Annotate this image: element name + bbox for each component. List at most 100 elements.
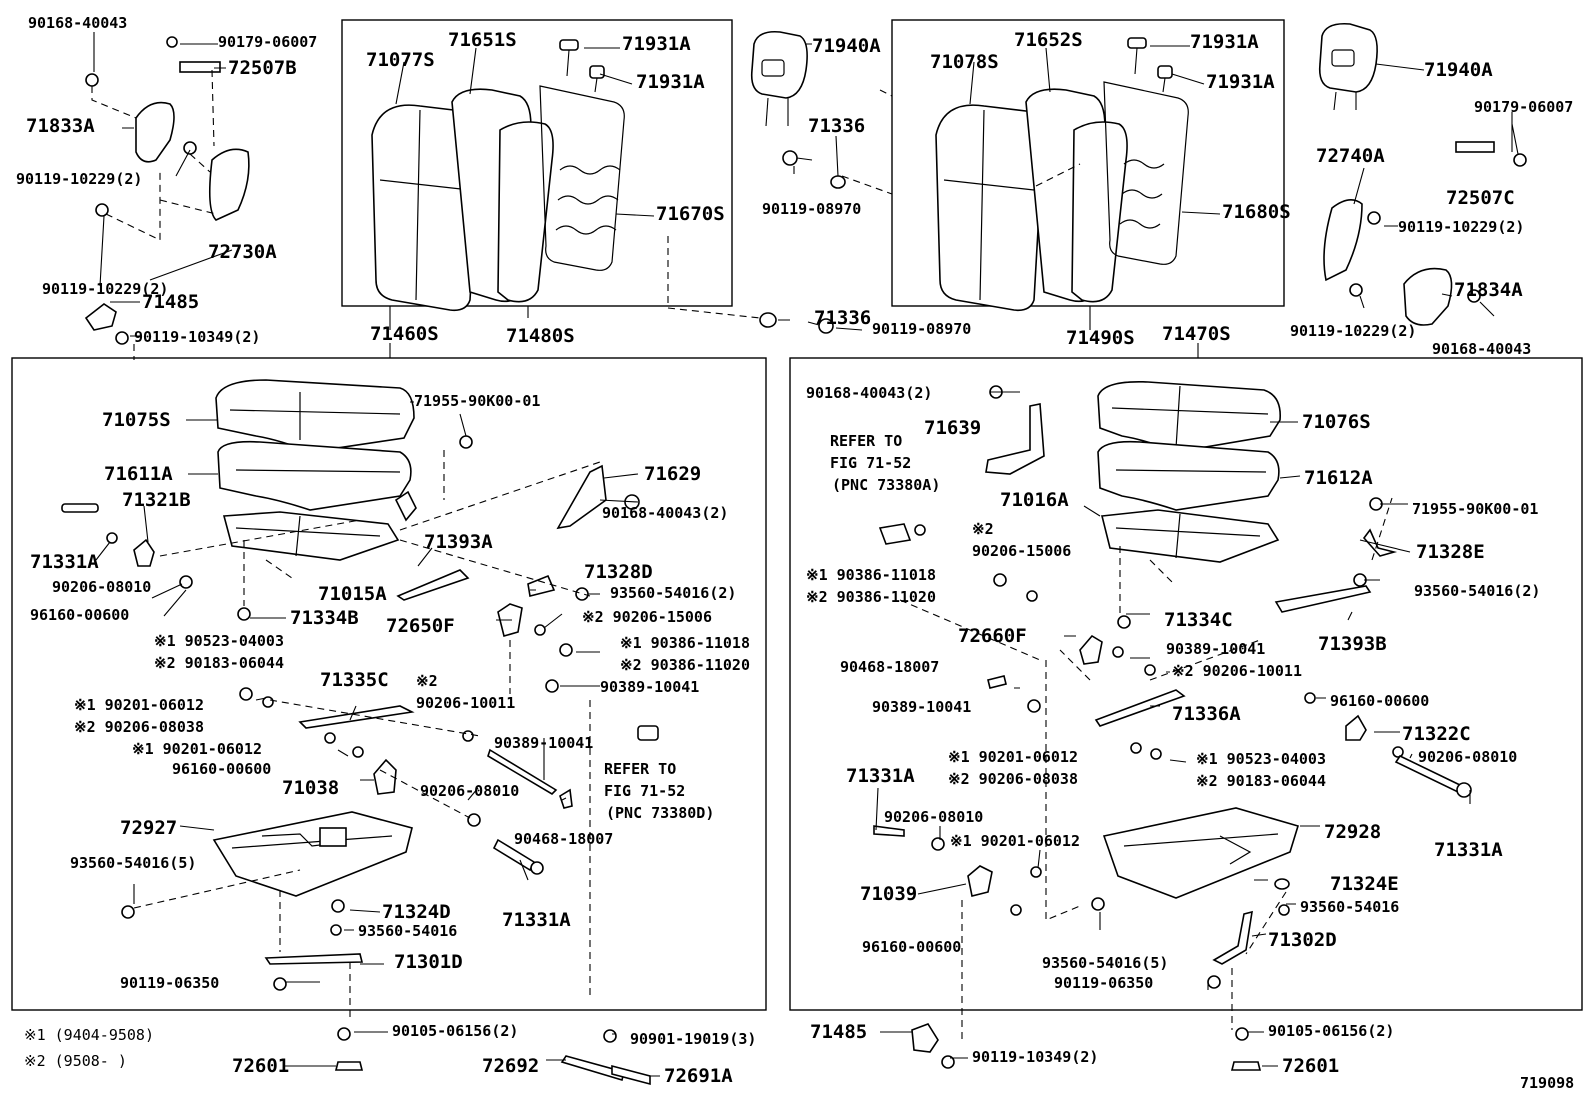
label-72691A: 72691A [664,1065,733,1087]
right-box-lower-parts [1207,878,1290,989]
label-71302D: 71302D [1268,929,1337,951]
label-71651S: 71651S [448,29,517,51]
seatback-frame-71670S-shape [539,85,625,271]
label-71833A: 71833A [26,115,95,137]
label-90386-11018-left: ※1 90386-11018 [620,634,750,652]
label-71038: 71038 [282,777,339,799]
label-71078S: 71078S [930,51,999,73]
label-71931A-4: 71931A [1206,71,1275,93]
label-90105-06156-right: 90105-06156(2) [1268,1022,1394,1040]
label-90206-10011-right: ※2 90206-10011 [1172,662,1302,680]
label-72927: 72927 [120,817,177,839]
label-refer-to-right: REFER TO [830,432,902,450]
label-90206-08010-left-a: 90206-08010 [52,578,151,596]
label-71328E: 71328E [1416,541,1485,563]
label-71955-90K00-01-left: 71955-90K00-01 [414,392,540,410]
far-left-top-parts [84,36,250,360]
label-71076S: 71076S [1302,411,1371,433]
seat-cushion-cover-71076S-shape [1097,380,1281,453]
leader-lines [93,32,1519,1077]
label-90119-08970-b: 90119-08970 [872,320,971,338]
label-71940A-right: 71940A [1424,59,1493,81]
label-90179-06007-top-left: 90179-06007 [218,33,317,51]
bolt-90119-08970-b-shape [807,318,834,334]
label-72660F: 72660F [958,625,1027,647]
label-71480S: 71480S [506,325,575,347]
bottom-parts [334,1023,1262,1086]
label-90901-19019: 90901-19019(3) [630,1030,756,1048]
label-71611A: 71611A [104,463,173,485]
label-90389-10041-right-b: 90389-10041 [872,698,971,716]
far-right-top-parts [1323,112,1527,326]
label-71680S: 71680S [1222,201,1291,223]
label-90206-08010-right-b: 90206-08010 [884,808,983,826]
label-71955-90K00-01-right: 71955-90K00-01 [1412,500,1538,518]
label-71336-b: 71336 [814,307,871,329]
label-93560-54016-right: 93560-54016 [1300,898,1399,916]
left-seatback-group-frame [341,19,733,307]
label-96160-00600-left-a: 96160-00600 [30,606,129,624]
label-90201-06012-left-a: ※1 90201-06012 [74,696,204,714]
label-90119-10229-d: 90119-10229(2) [1290,322,1416,340]
headrest-guide-71931A-shapes [559,39,605,93]
label-71075S: 71075S [102,409,171,431]
label-93560-54016-left: 93560-54016 [358,922,457,940]
label-90523-04003-right: ※1 90523-04003 [1196,750,1326,768]
label-90206-08038-left: ※2 90206-08038 [74,718,204,736]
label-fig-71-52-left: FIG 71-52 [604,782,685,800]
seat-cushion-pad-71612A-shape [1097,440,1280,511]
label-93560-54016-5-right: 93560-54016(5) [1042,954,1168,972]
label-71322C: 71322C [1402,723,1471,745]
label-71652S: 71652S [1014,29,1083,51]
label-72601-right: 72601 [1282,1055,1339,1077]
label-71490S: 71490S [1066,327,1135,349]
label-90168-40043-top-left: 90168-40043 [28,14,127,32]
label-90179-06007-right: 90179-06007 [1474,98,1573,116]
label-96160-00600-right-b: 96160-00600 [862,938,961,956]
label-71324E: 71324E [1330,873,1399,895]
bolt-90119-08970-a-shape [782,150,813,166]
seat-cushion-cover-71075S-shape [215,379,415,453]
label-90206-15006-left: ※2 90206-15006 [582,608,712,626]
label-90206-08038-right: ※2 90206-08038 [948,770,1078,788]
label-90206-08010-left-b: 90206-08010 [420,782,519,800]
label-90183-06044-right: ※2 90183-06044 [1196,772,1326,790]
label-72740A: 72740A [1316,145,1385,167]
label-note2-90206-15006: ※2 [972,520,994,538]
seat-cushion-pad-71611A-shape [217,440,412,511]
label-71016A: 71016A [1000,489,1069,511]
label-90119-10349-top: 90119-10349(2) [134,328,260,346]
label-90201-06012-left-b: ※1 90201-06012 [132,740,262,758]
label-71039: 71039 [860,883,917,905]
figure-code: 719098 [1520,1074,1574,1092]
label-90119-06350-left: 90119-06350 [120,974,219,992]
label-90119-10229-c: 90119-10229(2) [1398,218,1524,236]
label-90468-18007-left: 90468-18007 [514,830,613,848]
label-72507B: 72507B [228,57,297,79]
label-71336-a: 71336 [808,115,865,137]
label-90523-04003-left: ※1 90523-04003 [154,632,284,650]
label-71334B: 71334B [290,607,359,629]
seatback-cover-71078S-shape [935,104,1045,312]
label-93560-54016-2-right: 93560-54016(2) [1414,582,1540,600]
label-pnc-73380a: (PNC 73380A) [832,476,940,494]
label-71331A-right-a: 71331A [846,765,915,787]
nut-71336-b-shape [759,312,777,328]
label-71335C: 71335C [320,669,389,691]
label-71015A: 71015A [318,583,387,605]
label-71485-top: 71485 [142,291,199,313]
label-90386-11020-right: ※2 90386-11020 [806,588,936,606]
label-90206-10011-left: 90206-10011 [416,694,515,712]
label-pnc-73380d: (PNC 73380D) [606,804,714,822]
label-note2-90206-10011: ※2 [416,672,438,690]
label-96160-00600-right-a: 96160-00600 [1330,692,1429,710]
label-72730A: 72730A [208,241,277,263]
label-90119-06350-right: 90119-06350 [1054,974,1153,992]
label-72928: 72928 [1324,821,1381,843]
label-90119-10229-b: 90119-10229(2) [42,280,168,298]
label-71321B: 71321B [122,489,191,511]
seatback-pad-71651S-shape [451,88,554,303]
label-71940A-left: 71940A [812,35,881,57]
label-93560-54016-2-left: 93560-54016(2) [610,584,736,602]
right-box-small-parts [873,385,1472,916]
